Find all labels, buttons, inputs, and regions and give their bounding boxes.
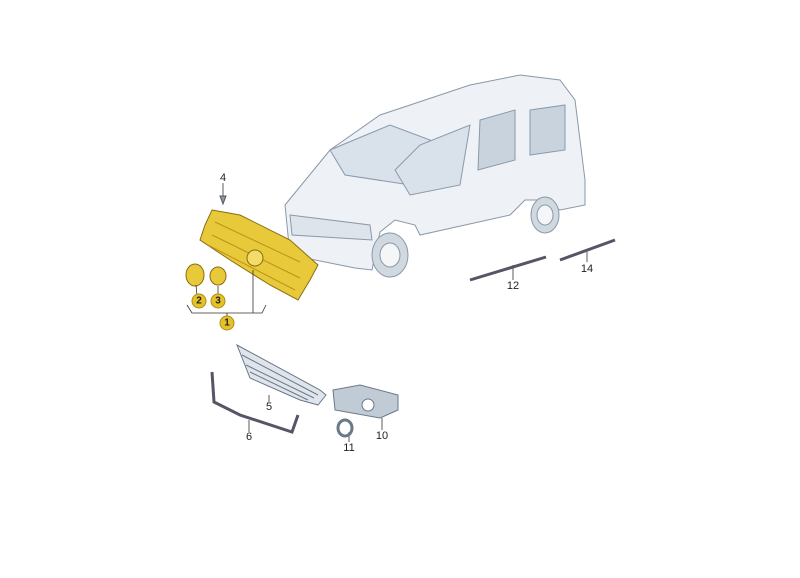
clip-part: [219, 195, 227, 206]
emblem-part: [185, 263, 205, 287]
ring-part: [336, 418, 354, 438]
callout-5: 5: [265, 401, 273, 413]
callout-3: 3: [210, 293, 226, 309]
callout-10: 10: [375, 430, 389, 442]
callout-1: 1: [219, 315, 235, 331]
callout-11: 11: [343, 442, 355, 454]
callout-4: 4: [219, 172, 227, 184]
callout-6: 6: [245, 431, 253, 443]
trim-strip: [210, 371, 300, 434]
upper-grille: [199, 209, 319, 301]
leader-lines: [186, 183, 588, 442]
callout-14: 14: [580, 263, 594, 275]
callout-2: 2: [191, 293, 207, 309]
sill-strip-14: [559, 238, 616, 262]
cover-part: [209, 266, 227, 286]
lower-grille: [236, 343, 327, 406]
callout-12: 12: [506, 280, 520, 292]
van-illustration: [284, 74, 586, 278]
sill-strip-12: [469, 255, 547, 282]
